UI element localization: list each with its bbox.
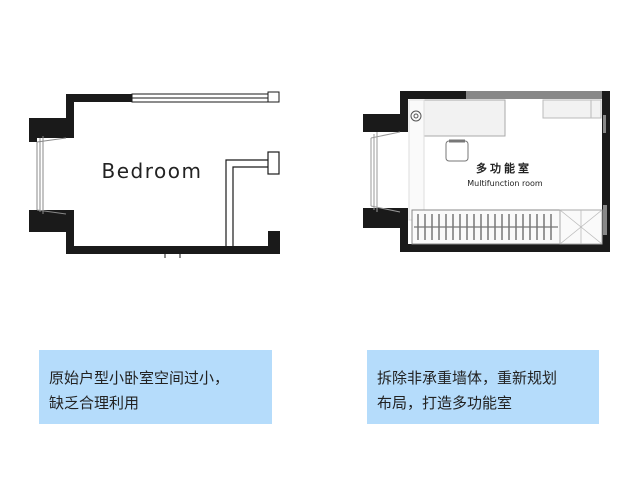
multifunction-room-plan bbox=[363, 91, 610, 252]
left-bay-window bbox=[36, 136, 67, 215]
multifunction-room-label-cn: 多功能室 bbox=[476, 161, 532, 175]
chair-icon bbox=[445, 139, 469, 162]
left-inner-wall bbox=[225, 151, 280, 246]
right-bay-window bbox=[370, 131, 401, 213]
left-plan-walls bbox=[29, 94, 280, 254]
original-bedroom-plan bbox=[29, 91, 280, 258]
pin-icon bbox=[603, 115, 606, 133]
caption-left-line1: 原始户型小卧室空间过小， bbox=[49, 369, 230, 387]
multifunction-room-label-en: Multifunction room bbox=[467, 179, 543, 188]
lamp-icon bbox=[410, 110, 422, 122]
bedroom-label: Bedroom bbox=[102, 159, 203, 183]
original-layout-caption: 原始户型小卧室空间过小， 缺乏合理利用 bbox=[39, 350, 272, 424]
renovation-caption: 拆除非承重墙体，重新规划 布局，打造多功能室 bbox=[367, 350, 599, 424]
left-top-window bbox=[131, 91, 280, 103]
caption-left-line2: 缺乏合理利用 bbox=[49, 394, 140, 412]
left-bottom-marks bbox=[164, 254, 181, 258]
caption-right-line1: 拆除非承重墙体，重新规划 bbox=[377, 369, 558, 387]
desk bbox=[408, 99, 506, 221]
right-top-wall-window bbox=[466, 91, 602, 99]
top-right-cabinet bbox=[542, 99, 602, 119]
caption-right-line2: 布局，打造多功能室 bbox=[377, 394, 513, 412]
wardrobe bbox=[411, 205, 607, 245]
